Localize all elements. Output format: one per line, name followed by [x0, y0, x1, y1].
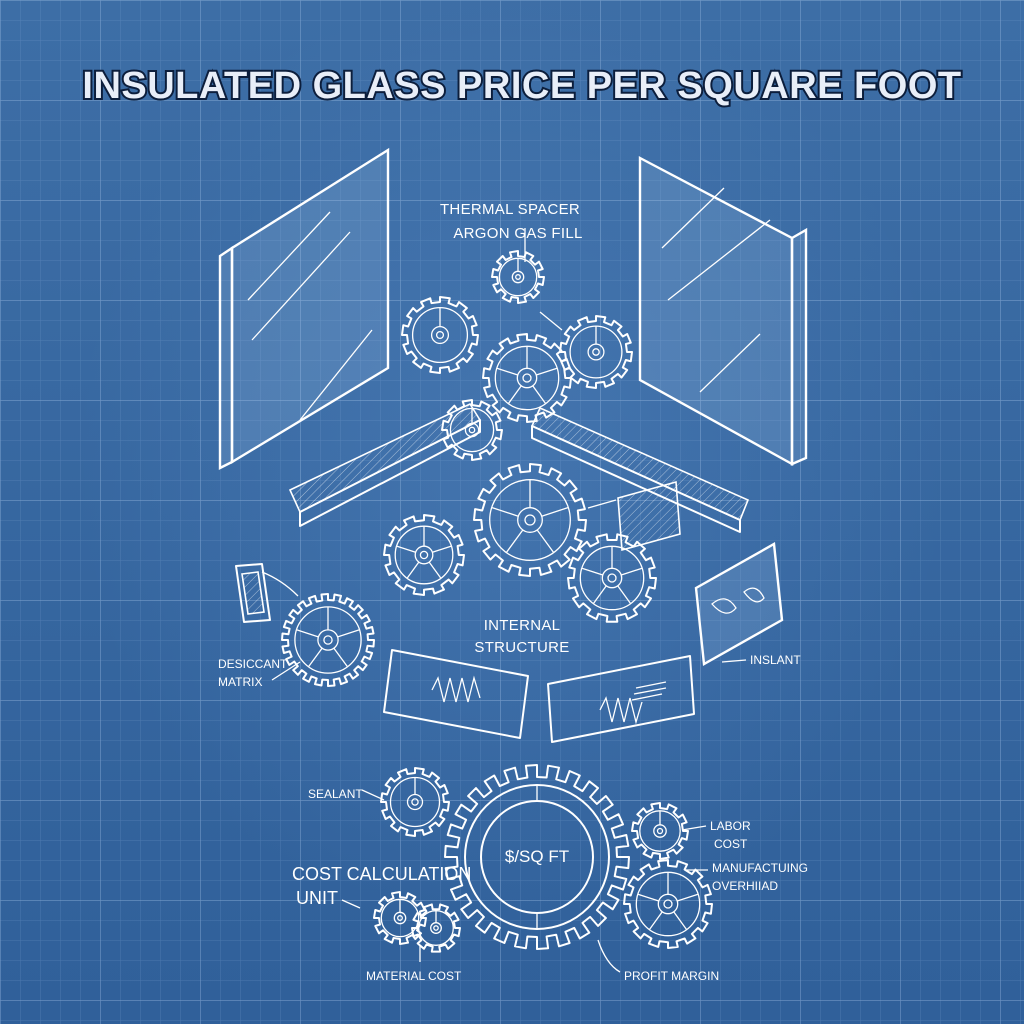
price-gear: [464, 784, 610, 930]
insulant-panel: [694, 542, 784, 666]
gear-13-icon: [373, 891, 427, 945]
gear-4-icon: [482, 333, 572, 423]
gear-15-icon: [444, 764, 630, 950]
label-desiccant-2: MATRIX: [218, 675, 262, 689]
page-title: INSULATED GLASS PRICE PER SQUARE FOOT: [82, 65, 961, 107]
label-manufacturing-1: MANUFACTUING: [712, 861, 808, 875]
spacer-detail-block: [617, 480, 681, 552]
gear-1-icon: [491, 250, 545, 304]
thermal-spacer-bars: [288, 402, 750, 533]
gear-9-icon: [281, 593, 375, 687]
gear-3-icon: [559, 315, 633, 389]
gear-8-icon: [567, 533, 657, 623]
label-manufacturing-2: OVERHIIAD: [712, 879, 778, 893]
label-argon-gas-fill: ARGON GAS FILL: [453, 225, 582, 242]
gear-assembly: [281, 250, 713, 953]
label-price-per-sqft: $/SQ FT: [505, 847, 569, 866]
leader-lines: [261, 228, 747, 973]
glass-pane-left: [218, 147, 390, 470]
gear-6-icon: [473, 463, 587, 577]
gear-10-icon: [380, 767, 450, 837]
gear-7-icon: [383, 514, 465, 596]
gear-12-icon: [623, 859, 713, 949]
label-internal-structure-2: STRUCTURE: [474, 639, 569, 656]
label-thermal-spacer: THERMAL SPACER: [440, 201, 580, 218]
gear-5-icon: [441, 399, 503, 461]
label-insulant: INSLANT: [750, 653, 801, 667]
spring-card-left: [383, 649, 529, 739]
gear-14-icon: [411, 903, 461, 953]
gear-11-icon: [631, 802, 689, 860]
label-profit-margin: PROFIT MARGIN: [624, 969, 719, 983]
label-sealant: SEALANT: [308, 787, 363, 801]
label-desiccant-1: DESICCANT: [218, 657, 288, 671]
desiccant-card: [235, 563, 271, 623]
label-internal-structure-1: INTERNAL: [484, 617, 561, 634]
label-labor-2: COST: [714, 837, 748, 851]
label-cost-calc-1: COST CALCULATION: [292, 864, 471, 884]
gear-2-icon: [401, 296, 479, 374]
glass-pane-right: [638, 156, 808, 467]
spring-card-right: [547, 655, 695, 743]
label-cost-calc-2: UNIT: [296, 888, 338, 908]
label-labor-1: LABOR: [710, 819, 751, 833]
label-material-cost: MATERIAL COST: [366, 969, 462, 983]
